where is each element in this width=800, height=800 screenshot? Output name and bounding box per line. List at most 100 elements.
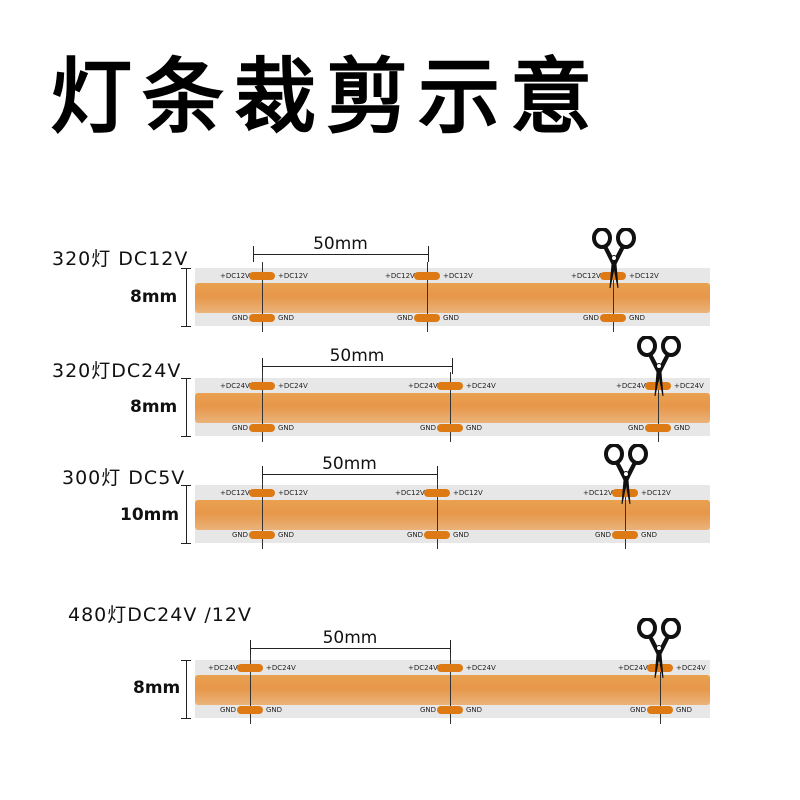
pad-label-gnd: GND bbox=[420, 424, 437, 432]
pad-label-positive: +DC12V bbox=[571, 272, 601, 280]
pad-label-gnd: GND bbox=[232, 314, 249, 322]
cut-line bbox=[427, 262, 428, 332]
segment-dimension-tick bbox=[428, 246, 429, 262]
strip-led-area bbox=[195, 500, 710, 530]
width-dimension-tick bbox=[181, 268, 191, 269]
pad-label-gnd: GND bbox=[232, 424, 249, 432]
pad-label-positive: +DC24V bbox=[408, 664, 438, 672]
solder-pad-gnd bbox=[249, 531, 275, 539]
segment-length-label: 50mm bbox=[313, 234, 368, 254]
scissors-icon bbox=[637, 335, 681, 398]
solder-pad-positive bbox=[237, 664, 263, 672]
cut-line bbox=[450, 654, 451, 724]
strip-led-area bbox=[195, 393, 710, 423]
solder-pad-gnd bbox=[612, 531, 638, 539]
cut-line bbox=[658, 372, 659, 442]
segment-dimension-tick bbox=[262, 466, 263, 482]
scissors-icon bbox=[637, 617, 681, 680]
solder-pad-positive bbox=[414, 272, 440, 280]
pad-label-positive: +DC24V bbox=[616, 382, 646, 390]
segment-length-label: 50mm bbox=[322, 454, 377, 474]
strip-led-area bbox=[195, 283, 710, 313]
pad-label-gnd: GND bbox=[407, 531, 424, 539]
solder-pad-gnd bbox=[437, 706, 463, 714]
page-title: 灯条裁剪示意 bbox=[50, 50, 603, 145]
pad-label-positive: +DC12V bbox=[385, 272, 415, 280]
pad-label-positive: +DC24V bbox=[278, 382, 308, 390]
strip-label: 320灯 DC12V bbox=[52, 248, 189, 270]
pad-label-gnd: GND bbox=[420, 706, 437, 714]
strip-width-label: 8mm bbox=[130, 397, 178, 417]
cut-line bbox=[437, 479, 438, 549]
pad-label-positive: +DC12V bbox=[278, 489, 308, 497]
width-dimension-line bbox=[186, 378, 187, 436]
segment-dimension-tick bbox=[262, 358, 263, 374]
solder-pad-positive bbox=[249, 272, 275, 280]
cut-line bbox=[613, 262, 614, 332]
pad-label-positive: +DC24V bbox=[208, 664, 238, 672]
solder-pad-positive bbox=[424, 489, 450, 497]
pad-label-positive: +DC12V bbox=[220, 489, 250, 497]
segment-dimension-line bbox=[253, 254, 428, 255]
pad-label-gnd: GND bbox=[676, 706, 693, 714]
pad-label-positive: +DC24V bbox=[676, 664, 706, 672]
pad-label-gnd: GND bbox=[641, 531, 658, 539]
pad-label-positive: +DC12V bbox=[583, 489, 613, 497]
width-dimension-tick bbox=[181, 326, 191, 327]
segment-length-label: 50mm bbox=[329, 346, 385, 366]
solder-pad-positive bbox=[612, 489, 638, 497]
width-dimension-tick bbox=[181, 378, 191, 379]
solder-pad-gnd bbox=[249, 424, 275, 432]
pad-label-positive: +DC24V bbox=[674, 382, 704, 390]
solder-pad-positive bbox=[249, 489, 275, 497]
width-dimension-tick bbox=[181, 436, 191, 437]
pad-label-gnd: GND bbox=[630, 706, 647, 714]
pad-label-gnd: GND bbox=[466, 424, 483, 432]
segment-dimension-tick bbox=[452, 358, 453, 374]
cut-line bbox=[660, 654, 661, 724]
pad-label-positive: +DC12V bbox=[641, 489, 671, 497]
cut-line bbox=[250, 654, 251, 724]
pad-label-gnd: GND bbox=[674, 424, 691, 432]
pad-label-gnd: GND bbox=[628, 424, 645, 432]
solder-pad-positive bbox=[645, 382, 671, 390]
solder-pad-gnd bbox=[600, 314, 626, 322]
pad-label-positive: +DC12V bbox=[453, 489, 483, 497]
pad-label-positive: +DC24V bbox=[266, 664, 296, 672]
segment-dimension-line bbox=[262, 474, 437, 475]
solder-pad-gnd bbox=[645, 424, 671, 432]
width-dimension-line bbox=[186, 268, 187, 326]
pad-label-gnd: GND bbox=[232, 531, 249, 539]
pad-label-gnd: GND bbox=[278, 424, 295, 432]
pad-label-gnd: GND bbox=[583, 314, 600, 322]
solder-pad-gnd bbox=[249, 314, 275, 322]
scissors-icon bbox=[592, 227, 636, 290]
pad-label-gnd: GND bbox=[443, 314, 460, 322]
pad-label-positive: +DC12V bbox=[629, 272, 659, 280]
strip-label: 300灯 DC5V bbox=[62, 467, 186, 489]
cut-line bbox=[262, 372, 263, 442]
solder-pad-gnd bbox=[237, 706, 263, 714]
cut-line bbox=[450, 372, 451, 442]
solder-pad-gnd bbox=[647, 706, 673, 714]
strip-width-label: 10mm bbox=[120, 505, 180, 525]
pad-label-gnd: GND bbox=[278, 314, 295, 322]
segment-dimension-line bbox=[250, 648, 450, 649]
pad-label-gnd: GND bbox=[266, 706, 283, 714]
width-dimension-tick bbox=[181, 543, 191, 544]
solder-pad-positive bbox=[437, 382, 463, 390]
width-dimension-line bbox=[186, 660, 187, 718]
strip-label: 320灯DC24V bbox=[52, 360, 182, 382]
width-dimension-tick bbox=[181, 660, 191, 661]
strip-led-area bbox=[195, 675, 710, 705]
solder-pad-positive bbox=[600, 272, 626, 280]
solder-pad-gnd bbox=[424, 531, 450, 539]
pad-label-positive: +DC24V bbox=[466, 664, 496, 672]
segment-dimension-tick bbox=[253, 246, 254, 262]
width-dimension-line bbox=[186, 485, 187, 543]
pad-label-gnd: GND bbox=[453, 531, 470, 539]
pad-label-gnd: GND bbox=[466, 706, 483, 714]
pad-label-positive: +DC12V bbox=[220, 272, 250, 280]
pad-label-positive: +DC12V bbox=[443, 272, 473, 280]
segment-dimension-tick bbox=[250, 640, 251, 656]
